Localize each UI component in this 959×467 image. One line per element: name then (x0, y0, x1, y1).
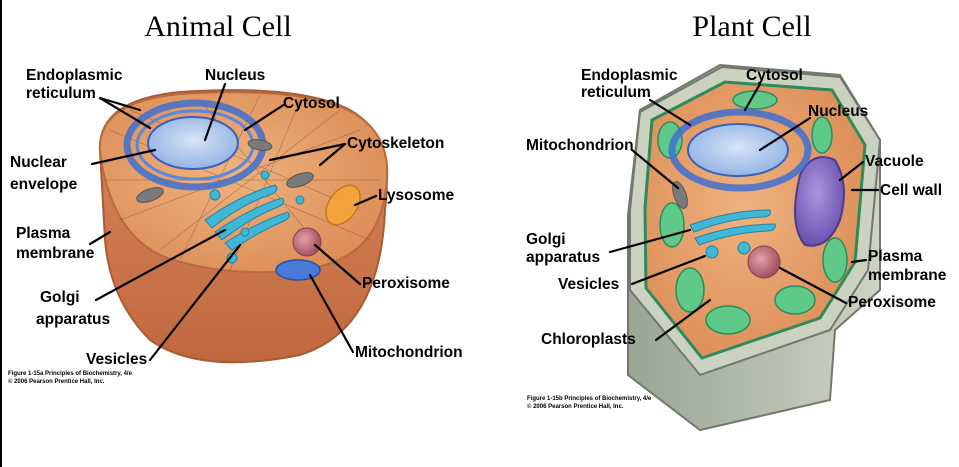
animal-cell-title: Animal Cell (144, 10, 291, 43)
plant-caption-2: © 2006 Pearson Prentice Hall, Inc. (527, 403, 624, 410)
animal-mitochondrion (276, 260, 320, 280)
plant-label-vesicles: Vesicles (558, 276, 619, 293)
plant-nucleus (688, 124, 788, 176)
animal-label-plasma-membrane-1: Plasma (16, 225, 71, 242)
plant-label-plasma-membrane-1: Plasma (868, 248, 923, 265)
plant-cell-title: Plant Cell (692, 10, 811, 43)
animal-label-er-1: Endoplasmic (26, 67, 123, 84)
plant-label-golgi-1: Golgi (526, 231, 566, 248)
animal-caption-2: © 2006 Pearson Prentice Hall, Inc. (8, 378, 105, 385)
animal-label-golgi-1: Golgi (40, 289, 80, 306)
plant-peroxisome (748, 246, 780, 278)
animal-nucleus (148, 117, 238, 169)
animal-label-peroxisome: Peroxisome (362, 275, 450, 292)
plant-label-cytosol: Cytosol (746, 67, 803, 84)
plant-label-vacuole: Vacuole (865, 153, 924, 170)
plant-label-mitochondrion: Mitochondrion (526, 137, 634, 154)
plant-caption-1: Figure 1-15b Principles of Biochemistry,… (527, 396, 652, 402)
animal-label-mitochondrion: Mitochondrion (355, 344, 463, 361)
animal-label-vesicles: Vesicles (86, 351, 147, 368)
animal-label-nuclear-envelope-2: envelope (10, 176, 78, 193)
animal-label-lysosome: Lysosome (378, 187, 454, 204)
plant-label-nucleus: Nucleus (808, 103, 868, 120)
animal-cell-illustration (100, 90, 387, 362)
plant-label-er-1: Endoplasmic (581, 67, 678, 84)
animal-peroxisome (293, 228, 321, 256)
animal-label-cytosol: Cytosol (283, 95, 340, 112)
animal-label-nuclear-envelope-1: Nuclear (10, 154, 67, 171)
plant-label-plasma-membrane-2: membrane (868, 267, 947, 284)
plant-label-er-2: reticulum (581, 84, 651, 101)
animal-label-nucleus: Nucleus (205, 67, 265, 84)
animal-label-golgi-2: apparatus (36, 311, 110, 328)
plant-label-peroxisome: Peroxisome (848, 294, 936, 311)
animal-label-plasma-membrane-2: membrane (16, 245, 95, 262)
animal-caption-1: Figure 1-15a Principles of Biochemistry,… (8, 371, 133, 377)
animal-label-cytoskeleton: Cytoskeleton (347, 135, 444, 152)
plant-label-chloroplasts: Chloroplasts (541, 331, 636, 348)
animal-label-er-2: reticulum (26, 85, 96, 102)
plant-label-cell-wall: Cell wall (880, 182, 942, 199)
plant-label-golgi-2: apparatus (526, 249, 600, 266)
